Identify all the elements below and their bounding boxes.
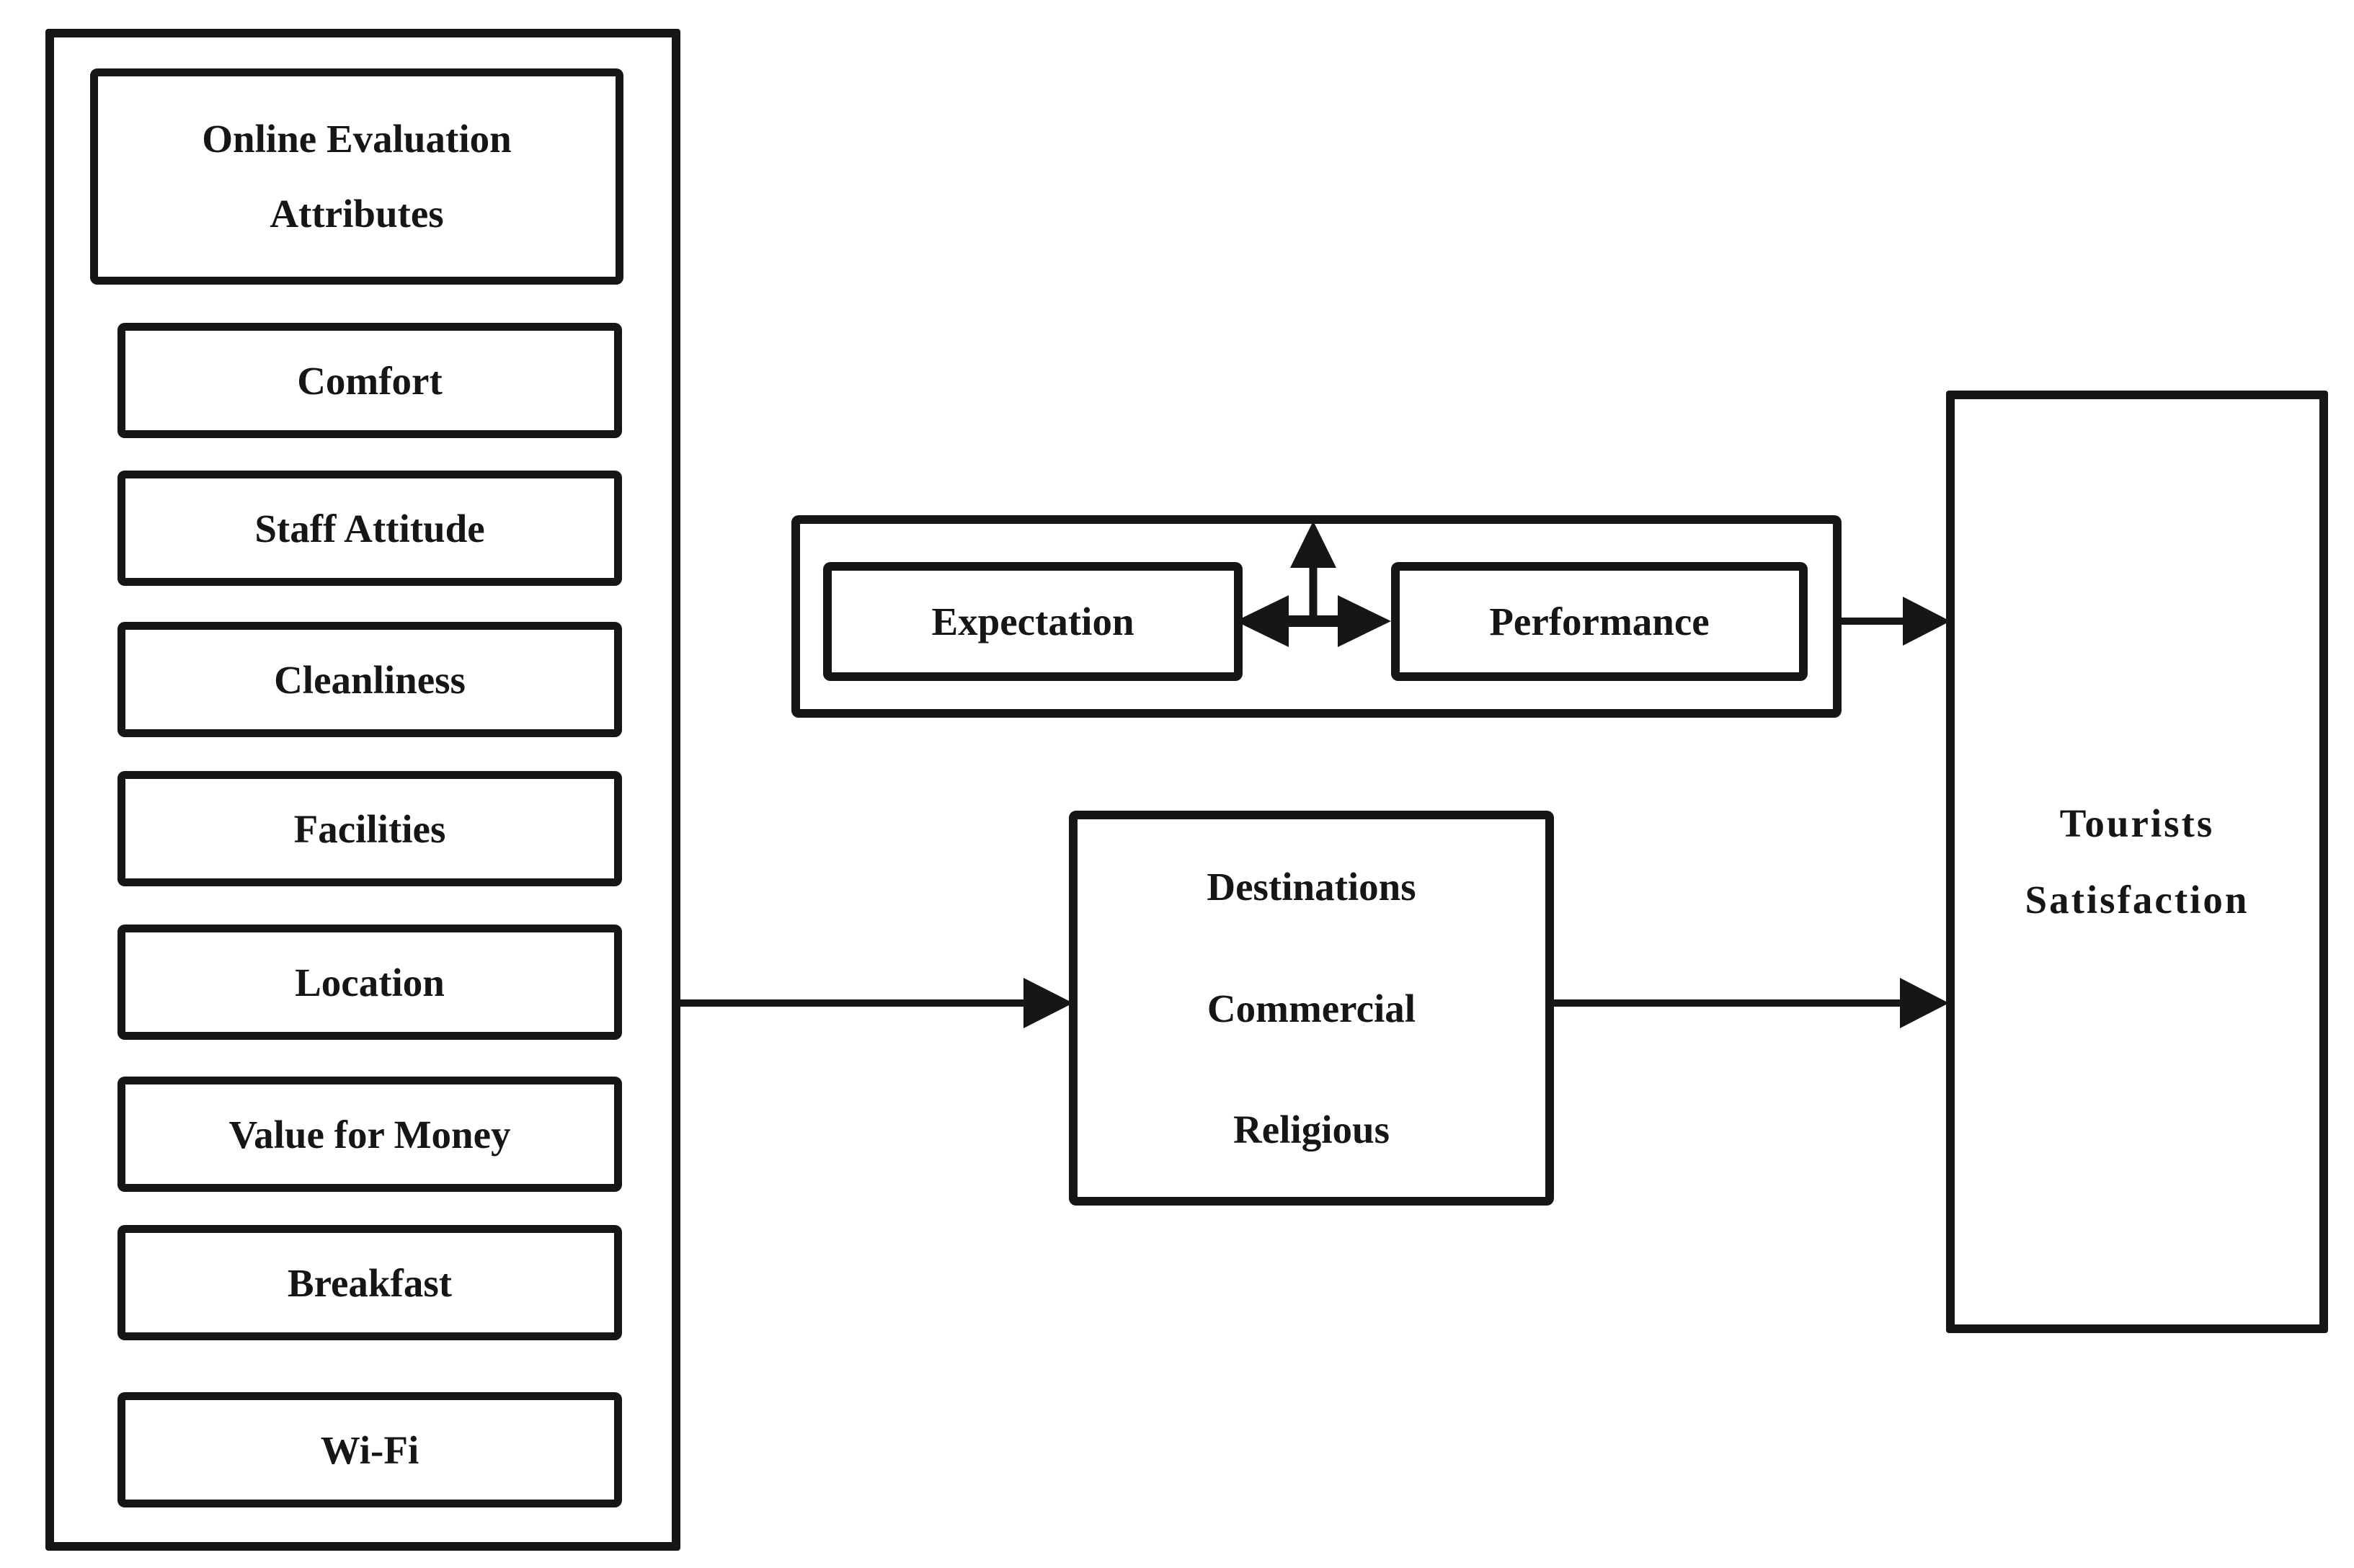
attribute-label: Breakfast (287, 1260, 453, 1305)
attributes-title-line-1: Online Evaluation (202, 117, 512, 161)
attribute-box-wifi: Wi-Fi (117, 1392, 622, 1507)
attributes-title-line-2: Attributes (270, 192, 444, 236)
attribute-label: Comfort (297, 358, 443, 403)
attribute-label: Wi-Fi (320, 1427, 419, 1472)
attribute-box-facilities: Facilities (117, 771, 622, 886)
attribute-box-staff-attitude: Staff Attitude (117, 471, 622, 586)
comparison-group-box: Expectation Performance (791, 515, 1842, 718)
arrow-destination-to-outcome (1554, 978, 1949, 1028)
outcome-line-satisfaction: Satisfaction (2025, 878, 2249, 922)
destination-box: Destinations Commercial Religious (1069, 811, 1554, 1206)
destination-line-destinations: Destinations (1207, 865, 1416, 909)
attributes-panel: Online Evaluation Attributes Comfort Sta… (45, 29, 680, 1551)
attribute-label: Value for Money (228, 1112, 511, 1157)
expectation-box: Expectation (823, 562, 1243, 681)
attribute-label: Staff Attitude (254, 506, 485, 551)
attribute-label: Location (295, 960, 445, 1004)
attribute-box-location: Location (117, 925, 622, 1040)
attribute-box-cleanliness: Cleanliness (117, 622, 622, 737)
attribute-box-comfort: Comfort (117, 323, 622, 438)
destination-line-religious: Religious (1233, 1108, 1390, 1152)
outcome-line-tourists: Tourists (2059, 801, 2215, 845)
destination-line-commercial: Commercial (1207, 986, 1416, 1030)
arrow-comparison-to-outcome (1840, 597, 1950, 646)
attributes-title-box: Online Evaluation Attributes (90, 68, 623, 285)
outcome-box: Tourists Satisfaction (1946, 391, 2328, 1333)
attribute-box-breakfast: Breakfast (117, 1225, 622, 1340)
arrow-attributes-to-destination (680, 978, 1073, 1028)
attribute-label: Cleanliness (274, 657, 466, 702)
expectation-label: Expectation (931, 600, 1134, 643)
performance-box: Performance (1391, 562, 1808, 681)
attribute-label: Facilities (293, 806, 446, 851)
performance-label: Performance (1489, 600, 1710, 643)
attribute-box-value-for-money: Value for Money (117, 1077, 622, 1192)
